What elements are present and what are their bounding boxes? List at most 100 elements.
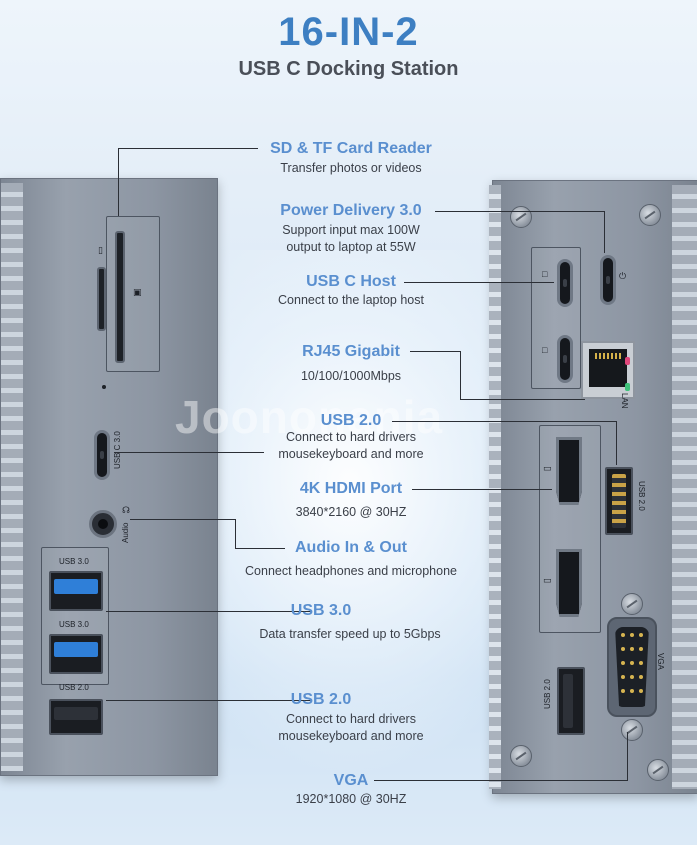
usb2-left-label: USB 2.0 <box>59 683 89 692</box>
page-subtitle: USB C Docking Station <box>238 58 459 80</box>
sd-card-slot[interactable] <box>115 231 125 363</box>
vga-port[interactable] <box>607 617 657 717</box>
vga-pin <box>639 647 643 651</box>
callout-audio-line-1: Connect headphones and microphone <box>245 564 457 578</box>
tf-card-slot[interactable] <box>97 267 106 331</box>
usb-c-host-port-bottom[interactable] <box>557 335 573 383</box>
heat-fins-left-edge <box>489 185 501 789</box>
connector-host <box>404 282 554 283</box>
callout-pd-line-1: Support input max 100W <box>282 223 420 237</box>
vga-pin <box>639 675 643 679</box>
usb3-port-top[interactable] <box>49 571 103 611</box>
vga-pin <box>621 633 625 637</box>
vga-pin <box>639 689 643 693</box>
usb3-port-bottom[interactable] <box>49 634 103 674</box>
connector-usbc3 <box>114 452 264 453</box>
usb2-port-left[interactable] <box>49 699 103 735</box>
pd-usb-c-port[interactable] <box>600 255 616 305</box>
callout-usb2-upper-line-2: mousekeyboard and more <box>278 447 424 461</box>
connector-usb2-upper <box>392 421 617 422</box>
vga-label: VGA <box>656 653 665 670</box>
vga-pin <box>621 675 625 679</box>
headphone-icon: ☊ <box>122 505 130 515</box>
connector-usb2-lower <box>106 700 311 701</box>
connector-rj45 <box>460 399 585 400</box>
indicator-led <box>102 385 106 389</box>
connector-vga <box>374 780 628 781</box>
usb-c-host-panel <box>531 247 581 389</box>
callout-usb3-line-1: Data transfer speed up to 5Gbps <box>259 627 441 641</box>
hdmi-port-bottom[interactable] <box>556 549 582 617</box>
power-icon: ⏻ <box>619 271 627 281</box>
heat-fins <box>1 183 23 771</box>
callout-hdmi-heading: 4K HDMI Port <box>299 480 403 497</box>
hdmi-icon: ▭ <box>543 575 552 585</box>
audio-port-label: Audio <box>121 522 130 543</box>
vga-pin <box>630 675 634 679</box>
connector-sd <box>118 148 119 216</box>
dock-right-side-view: ⏻ □ □ LAN ▭ ▭ USB 2.0 USB 2.0 VGA <box>489 180 697 794</box>
callout-rj45-heading: RJ45 Gigabit <box>302 343 400 360</box>
vga-pin <box>630 689 634 693</box>
callout-audio-heading: Audio In & Out <box>295 539 407 556</box>
callout-usb2-lower-line-2: mousekeyboard and more <box>278 729 424 743</box>
callout-usb3-heading: USB 3.0 <box>290 602 352 619</box>
connector-audio <box>235 519 236 548</box>
callout-sd-heading: SD & TF Card Reader <box>270 140 432 157</box>
vga-screw-bottom <box>621 719 643 741</box>
callout-usb2-lower-line-1: Connect to hard drivers <box>286 712 416 726</box>
callout-host-line-1: Connect to the laptop host <box>278 293 424 307</box>
usb3-top-label: USB 3.0 <box>59 557 89 566</box>
connector-usb3 <box>106 611 311 612</box>
screw-bottom-right <box>647 759 669 781</box>
callout-hdmi-line-1: 3840*2160 @ 30HZ <box>295 505 407 519</box>
usb2-port-right-vertical[interactable] <box>605 467 633 535</box>
vga-pin <box>639 633 643 637</box>
callout-sd-line-1: Transfer photos or videos <box>280 161 422 175</box>
connector-sd <box>118 148 258 149</box>
laptop-icon: □ <box>542 269 548 279</box>
connector-rj45 <box>410 351 460 352</box>
hdmi-icon: ▭ <box>543 463 552 473</box>
vga-pin <box>621 647 625 651</box>
callout-usb2-upper-line-1: Connect to hard drivers <box>286 430 416 444</box>
usb-c-host-port-top[interactable] <box>557 259 573 307</box>
connector-audio <box>235 548 285 549</box>
usb3-bottom-label: USB 3.0 <box>59 620 89 629</box>
connector-rj45 <box>460 351 461 399</box>
rj45-lan-port[interactable] <box>581 341 635 399</box>
hdmi-port-top[interactable] <box>556 437 582 505</box>
usb2-vertical-label: USB 2.0 <box>637 481 646 511</box>
callout-usb2-lower-heading: USB 2.0 <box>290 691 352 708</box>
callout-pd-heading: Power Delivery 3.0 <box>280 202 422 219</box>
callout-vga-line-1: 1920*1080 @ 30HZ <box>295 792 407 806</box>
lan-label: LAN <box>620 393 629 409</box>
usb2-port-right-bottom[interactable] <box>557 667 585 735</box>
callout-rj45-line-1: 10/100/1000Mbps <box>300 369 402 383</box>
usb2-bottom-label: USB 2.0 <box>543 679 552 709</box>
callout-pd-line-2: output to laptop at 55W <box>286 240 416 254</box>
vga-pin <box>630 633 634 637</box>
callout-host-heading: USB C Host <box>306 273 396 290</box>
connector-hdmi <box>412 489 552 490</box>
usb-c-port-label: USB C 3.0 <box>113 431 122 469</box>
tf-card-icon: ▣ <box>133 287 142 297</box>
connector-audio <box>130 519 235 520</box>
connector-usb2-upper <box>616 421 617 465</box>
connector-vga <box>627 732 628 781</box>
dock-left-side-view: ▯ ▣ USB C 3.0 Audio ☊ USB 3.0 USB 3.0 US… <box>0 178 218 776</box>
vga-pin <box>639 661 643 665</box>
page-title: 16-IN-2 <box>278 10 419 54</box>
vga-pin <box>621 661 625 665</box>
screw-bottom-left <box>510 745 532 767</box>
callout-vga-heading: VGA <box>333 772 369 789</box>
callout-usb2-upper-heading: USB 2.0 <box>320 412 382 429</box>
vga-pin <box>630 647 634 651</box>
screw-top-right <box>639 204 661 226</box>
audio-jack[interactable] <box>89 510 117 538</box>
connector-pd <box>435 211 605 212</box>
heat-fins <box>672 185 697 789</box>
sd-card-icon: ▯ <box>98 245 103 255</box>
usb-c-3-port[interactable] <box>94 430 110 480</box>
vga-pin <box>630 661 634 665</box>
